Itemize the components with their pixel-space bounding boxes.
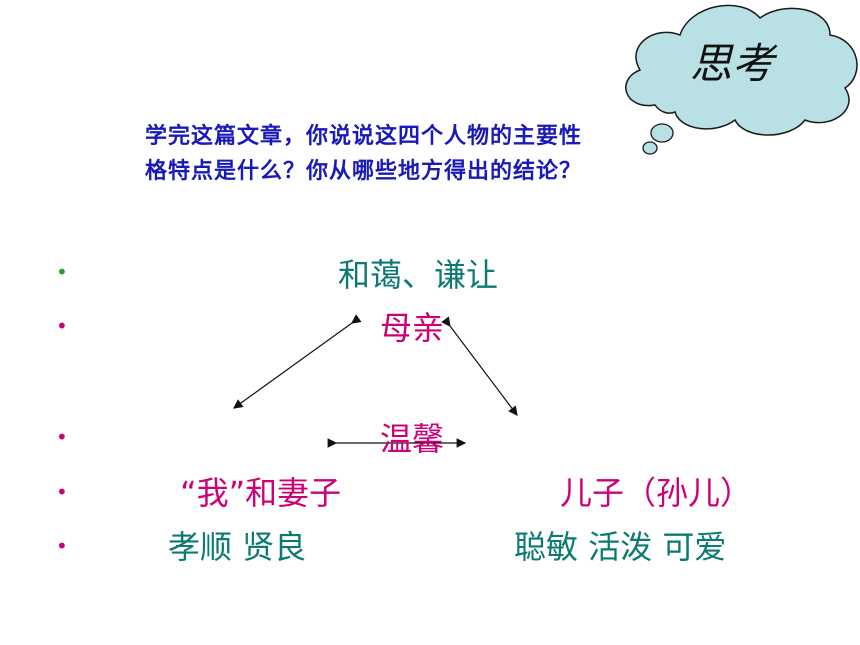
arrow-mother-to-me	[233, 314, 362, 409]
arrow-mother-to-son	[441, 316, 518, 416]
bullet-dot-1: •	[56, 260, 68, 284]
thought-bubble-small-1	[650, 123, 674, 143]
word-warm: 温馨	[380, 420, 445, 458]
bullet-dot-3: •	[56, 425, 68, 449]
question-line-2: 格特点是什么？你从哪些地方得出的结论？	[145, 159, 583, 184]
trait-mother: 和蔼、谦让	[338, 256, 499, 294]
thought-cloud-shape	[625, 4, 858, 136]
bullet-dot-4: •	[56, 480, 68, 504]
thought-label: 思考	[690, 39, 775, 88]
person-mother: 母亲	[380, 309, 445, 347]
trait-son: 聪敏 活泼 可爱	[514, 528, 727, 566]
bullet-dot-2: •	[56, 314, 68, 338]
bullet-dot-5: •	[56, 534, 68, 558]
thought-bubble-small-2	[642, 141, 658, 155]
person-son: 儿子（孙儿）	[560, 474, 753, 512]
person-me-and-wife: “我”和妻子	[180, 474, 342, 512]
question-line-1: 学完这篇文章，你说说这四个人物的主要性	[145, 124, 583, 149]
trait-me-and-wife: 孝顺 贤良	[168, 528, 307, 566]
